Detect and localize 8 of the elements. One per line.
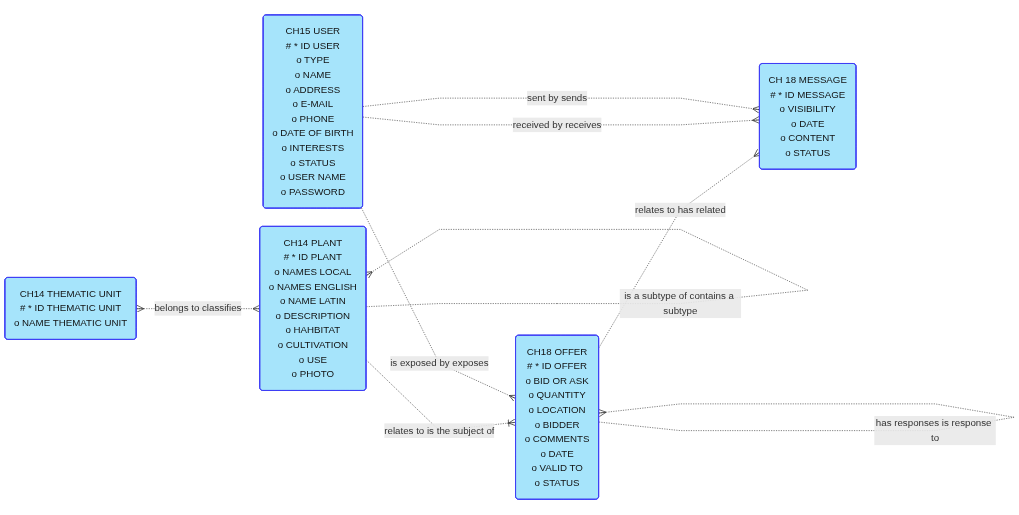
edge-label: is exposed by exposes <box>390 358 489 369</box>
edge-label: relates to has related <box>635 204 726 216</box>
edge-label: sent by sends <box>527 93 588 104</box>
edge-label: is a subtype of contains a subtype <box>624 291 734 317</box>
edge-label: has responses is response to <box>875 418 992 444</box>
edge-label: belongs to classifies <box>154 303 242 314</box>
edge-label: received by receives <box>512 119 602 131</box>
edge-label: relates to is the subject of <box>384 425 495 436</box>
